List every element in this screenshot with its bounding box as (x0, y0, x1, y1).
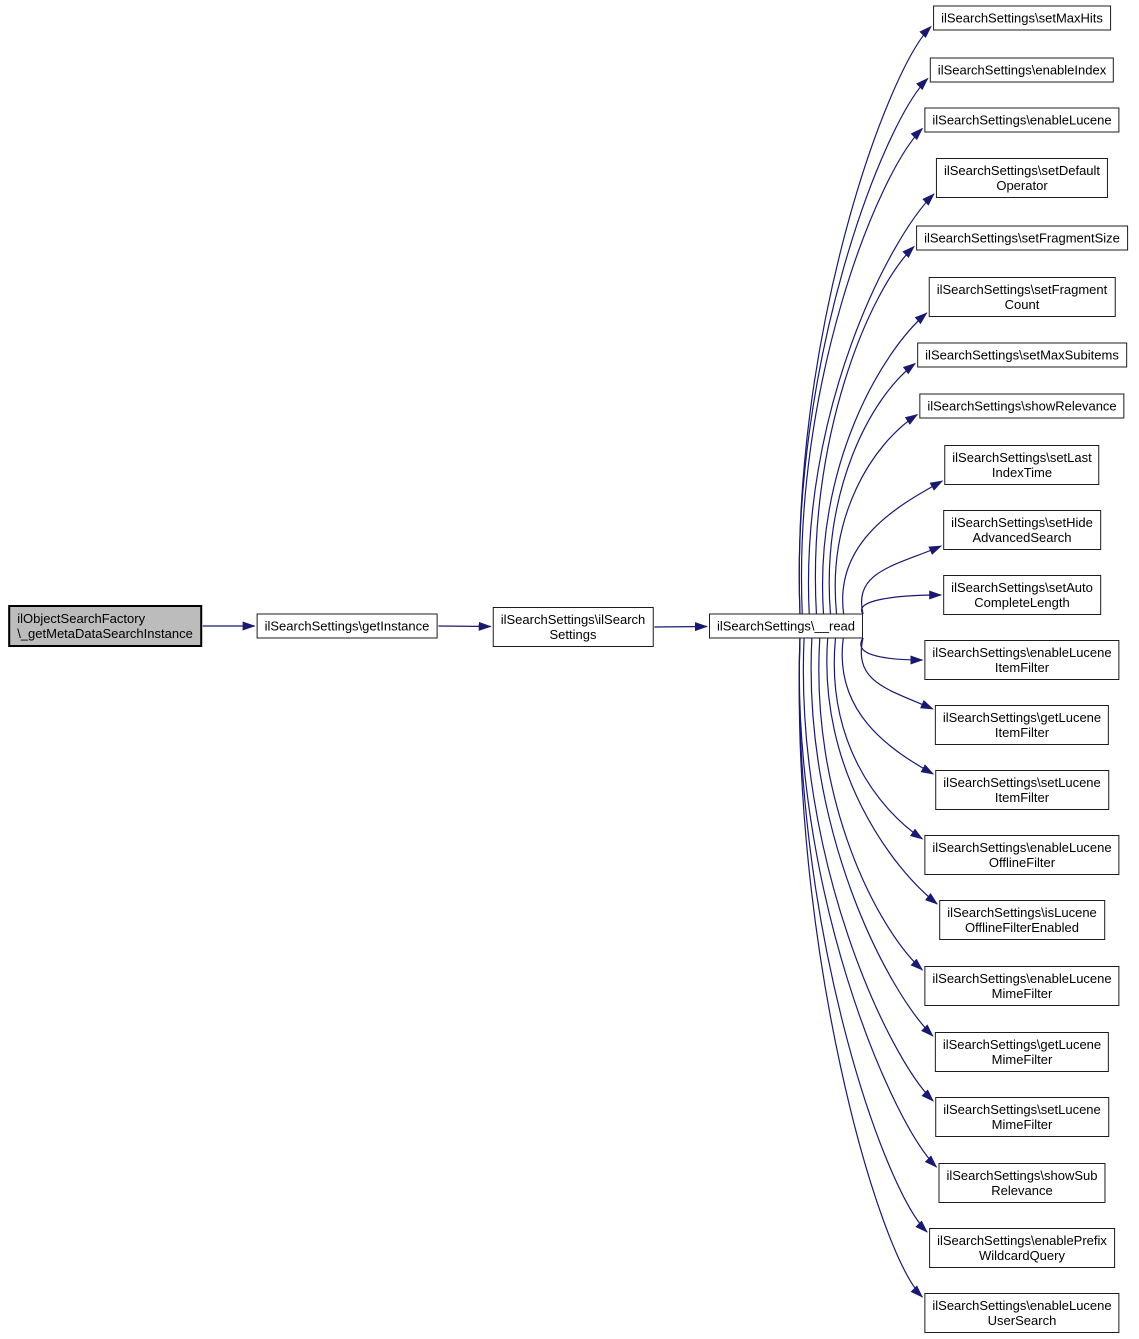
graph-node-label-line: ItemFilter (994, 790, 1050, 805)
graph-node-show-relevance[interactable]: ilSearchSettings\showRelevance (919, 393, 1125, 419)
call-edge (818, 637, 924, 971)
call-edge (810, 637, 934, 1037)
call-edge (841, 637, 935, 775)
call-edge (798, 77, 929, 615)
graph-node-label-line: AdvancedSearch (972, 530, 1072, 545)
call-edge (826, 637, 938, 905)
graph-node-label-line: ilSearchSettings\setFragmentSize (924, 230, 1120, 246)
graph-node-label-line: ilObjectSearchFactory (17, 611, 146, 626)
graph-node-label-line: MimeFilter (991, 1052, 1053, 1067)
graph-node-label-line: OfflineFilter (988, 855, 1056, 870)
graph-node-label-line: ilSearchSettings\ilSearch (500, 612, 646, 627)
call-edge (828, 362, 916, 615)
graph-node-label-line: ilSearchSettings\setMaxHits (941, 10, 1103, 26)
graph-node-set-max-hits[interactable]: ilSearchSettings\setMaxHits (933, 5, 1111, 31)
graph-node-label-line: ilSearchSettings\showSub (946, 1168, 1098, 1183)
call-edge (814, 245, 915, 615)
graph-node-label-line: MimeFilter (991, 986, 1053, 1001)
graph-node-label-line: Relevance (991, 1183, 1053, 1198)
call-edge (842, 480, 944, 615)
graph-node-label-line: ilSearchSettings\setLucene (943, 1102, 1101, 1117)
graph-node-label-line: UserSearch (987, 1313, 1057, 1328)
graph-node-enable-index[interactable]: ilSearchSettings\enableIndex (929, 57, 1115, 83)
graph-node-label-line: ilSearchSettings\enableLucene (932, 1298, 1112, 1313)
call-edge (438, 621, 492, 631)
graph-node-label-line: Count (1004, 297, 1040, 312)
call-edge (654, 622, 708, 632)
graph-node-label-line: ilSearchSettings\enablePrefix (937, 1233, 1107, 1248)
call-edge (834, 413, 919, 615)
call-edge (860, 590, 943, 615)
call-edge (800, 127, 924, 615)
graph-node-label-line: IndexTime (991, 465, 1053, 480)
graph-node-label-line: ilSearchSettings\isLucene (947, 905, 1097, 920)
graph-node-read[interactable]: ilSearchSettings\__read (708, 613, 864, 639)
graph-node-label-line: ItemFilter (994, 725, 1050, 740)
call-edge (860, 545, 943, 615)
graph-node-get-instance[interactable]: ilSearchSettings\getInstance (256, 613, 438, 639)
graph-node-label-line: MimeFilter (991, 1117, 1053, 1132)
graph-node-label-line: ilSearchSettings\enableLucene (932, 645, 1112, 660)
graph-node-label-line: OfflineFilterEnabled (965, 920, 1079, 935)
graph-node-label-line: ItemFilter (994, 660, 1050, 675)
graph-node-label-line: ilSearchSettings\getInstance (264, 618, 430, 634)
graph-node-enable-lucene[interactable]: ilSearchSettings\enableLucene (924, 107, 1120, 133)
graph-node-label-line: ilSearchSettings\getLucene (942, 710, 1102, 725)
graph-node-label-line: ilSearchSettings\__read (716, 618, 856, 634)
graph-node-label-line: ilSearchSettings\setFragment (936, 282, 1108, 297)
graph-node-label-line: ilSearchSettings\enableIndex (937, 62, 1107, 78)
graph-node-label-line: ilSearchSettings\enableLucene (932, 971, 1112, 986)
graph-node-label-line: ilSearchSettings\setLucene (943, 775, 1101, 790)
call-edge (821, 312, 928, 615)
graph-node-label-line: CompleteLength (974, 595, 1070, 610)
call-edge (798, 637, 938, 1168)
call-edge (802, 637, 934, 1102)
graph-node-label-line: ilSearchSettings\getLucene (942, 1037, 1102, 1052)
graph-node-label-line: Operator (996, 178, 1048, 193)
graph-node-label-line: ilSearchSettings\enableLucene (932, 840, 1112, 855)
graph-node-label-line: ilSearchSettings\enableLucene (932, 112, 1112, 128)
graph-node-label-line: ilSearchSettings\setDefault (943, 163, 1101, 178)
graph-node-set-max-subitems[interactable]: ilSearchSettings\setMaxSubitems (917, 342, 1127, 368)
graph-node-label-line: ilSearchSettings\setAuto (951, 580, 1093, 595)
call-edge (833, 637, 924, 840)
graph-node-label-line: \_getMetaDataSearchInstance (17, 626, 193, 641)
call-edge (798, 25, 932, 615)
graph-node-label-line: ilSearchSettings\setMaxSubitems (925, 347, 1119, 363)
call-edge (860, 637, 924, 665)
graph-node-set-fragment-size[interactable]: ilSearchSettings\setFragmentSize (916, 225, 1128, 251)
call-edge (798, 637, 924, 1298)
graph-node-label-line: ilSearchSettings\showRelevance (927, 398, 1117, 414)
graph-node-label-line: ilSearchSettings\setLast (952, 450, 1092, 465)
call-edge (798, 637, 928, 1233)
call-edge (807, 193, 935, 615)
graph-node-get-meta-data-search-instance: ilObjectSearchFactory\_getMetaDataSearch… (8, 605, 202, 647)
graph-node-label-line: ilSearchSettings\setHide (951, 515, 1093, 530)
graph-node-label-line: WildcardQuery (979, 1248, 1065, 1263)
graph-node-label-line: Settings (549, 627, 597, 642)
call-edge (860, 637, 934, 710)
